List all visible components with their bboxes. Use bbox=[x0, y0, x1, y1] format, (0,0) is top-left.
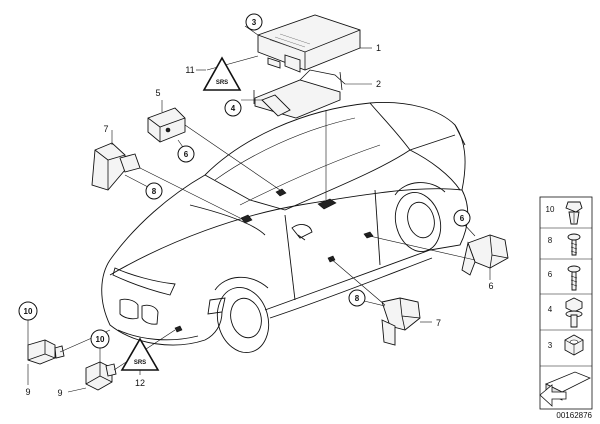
circle-callout-4: 4 bbox=[231, 104, 236, 113]
legend-label-4: 4 bbox=[548, 305, 553, 314]
sensor-9 bbox=[27, 339, 65, 365]
circle-callout-10-left: 10 bbox=[24, 307, 33, 316]
callout-2: 2 bbox=[376, 79, 381, 89]
sensor-7-upper bbox=[91, 142, 141, 191]
screw-icon bbox=[567, 233, 581, 256]
circle-callout-3: 3 bbox=[252, 18, 257, 27]
warning-label-11: SRS 11 bbox=[185, 56, 242, 91]
mounting-bracket bbox=[253, 69, 346, 119]
legend-arrow-icon bbox=[539, 371, 591, 407]
sensor-7-lower bbox=[381, 297, 421, 346]
warning-label-text: SRS bbox=[216, 80, 228, 86]
circle-callout-6-upper: 6 bbox=[184, 150, 189, 159]
warning-label-12: SRS 12 bbox=[120, 337, 160, 388]
legend-label-6: 6 bbox=[548, 270, 553, 279]
circle-callout-10-mid: 10 bbox=[96, 335, 105, 344]
hex-nut-icon bbox=[564, 334, 584, 356]
sensor-10-lower bbox=[85, 361, 117, 391]
legend-label-10: 10 bbox=[546, 205, 555, 214]
warning-label-text-2: SRS bbox=[134, 360, 146, 366]
clip-fastener-icon bbox=[565, 201, 583, 225]
legend-label-8: 8 bbox=[548, 236, 553, 245]
callout-9-mid: 9 bbox=[57, 388, 62, 398]
callout-7-lower: 7 bbox=[436, 318, 441, 328]
circle-callout-8-upper: 8 bbox=[152, 187, 157, 196]
screw-long-icon bbox=[567, 265, 581, 291]
fastener-legend: 10 8 6 4 3 bbox=[539, 196, 593, 410]
callout-1: 1 bbox=[376, 43, 381, 53]
callout-11: 11 bbox=[185, 65, 194, 75]
callout-7-upper: 7 bbox=[103, 124, 108, 134]
airbag-control-unit bbox=[257, 14, 361, 73]
circle-callout-8-lower: 8 bbox=[355, 294, 360, 303]
callout-5: 5 bbox=[155, 88, 160, 98]
hex-bolt-icon bbox=[565, 297, 583, 328]
sensor-5 bbox=[147, 107, 186, 143]
callout-12: 12 bbox=[135, 378, 145, 388]
callout-9-left: 9 bbox=[25, 387, 30, 397]
number-callouts: 1 2 5 7 6 7 9 9 bbox=[25, 43, 493, 398]
sensor-6-right bbox=[461, 234, 509, 276]
circle-callout-6-right: 6 bbox=[460, 214, 465, 223]
diagram-reference-number: 00162876 bbox=[556, 411, 592, 420]
callout-6-right: 6 bbox=[488, 281, 493, 291]
legend-label-3: 3 bbox=[548, 341, 553, 350]
circle-callouts: 3 4 6 8 6 8 10 10 bbox=[18, 13, 471, 349]
car-illustration bbox=[101, 102, 469, 353]
